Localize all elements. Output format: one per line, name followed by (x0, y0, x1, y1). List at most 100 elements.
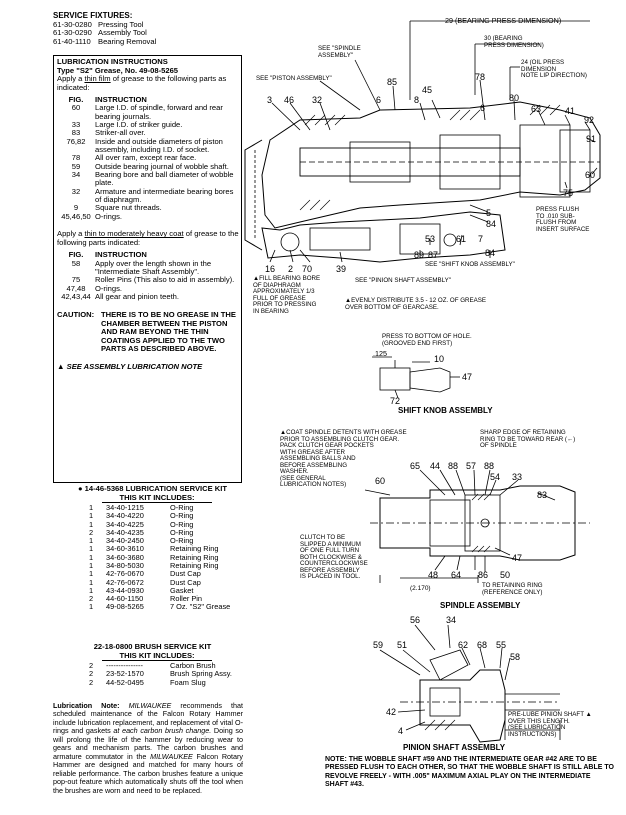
part-num: 63 (531, 104, 542, 114)
part-num: 45 (422, 85, 433, 95)
kit-name: Retaining Ring (170, 544, 219, 554)
kit-name: Foam Slug (170, 677, 206, 687)
kit-qty: 1 (88, 585, 94, 595)
spindle-num: 83 (537, 490, 548, 500)
part-num: 7 (478, 234, 484, 244)
kit-part: 34-60-3610 (106, 544, 144, 554)
part-num: 89 (414, 250, 425, 260)
part-num: 3 (267, 95, 273, 105)
part-num: 16 (265, 264, 276, 274)
lubrication-intro: Apply a thin film of grease to the follo… (57, 74, 227, 92)
kit-part: 34-40-4225 (106, 519, 144, 529)
pinion-note: NOTE: THE WOBBLE SHAFT #59 AND THE INTER… (325, 756, 614, 789)
brush-kit-subtitle: THIS KIT INCLUDES: (102, 651, 212, 661)
spindle-num: 44 (430, 461, 441, 471)
service-fixtures-title: SERVICE FIXTURES: (53, 11, 133, 20)
spindle-num: 33 (512, 472, 523, 482)
pinion-num: 34 (446, 615, 457, 625)
spindle-num: 65 (410, 461, 421, 471)
brush-kit-title: 22-18-0800 BRUSH SERVICE KIT (93, 642, 212, 651)
spindle-ring-note: TO RETAINING RING (REFERENCE ONLY) (482, 582, 543, 596)
lubrication-type: Type "S2" Grease, No. 49-08-5265 (57, 65, 179, 75)
lube-kit-subtitle: THIS KIT INCLUDES: (102, 493, 212, 503)
kit-name: Roller Pin (170, 594, 203, 604)
part-num: 39 (336, 264, 347, 274)
kit-part: 34-60-3680 (106, 552, 144, 562)
spindle-caption: SPINDLE ASSEMBLY (440, 601, 521, 610)
kit-part: 42-76-0670 (106, 569, 144, 579)
brush-kit: 22-18-0800 BRUSH SERVICE KIT THIS KIT IN… (60, 642, 245, 687)
spindle-num: 86 (478, 570, 489, 580)
kit-qty: 1 (88, 536, 94, 546)
pinion-num: 42 (386, 707, 397, 717)
lubrication-title: LUBRICATION INSTRUCTIONS (57, 57, 168, 66)
kit-qty: 1 (88, 519, 94, 529)
part-num: 84 (486, 219, 497, 229)
kit-qty: 1 (88, 560, 94, 570)
part-num: 6 (376, 95, 382, 105)
kit-name: Dust Cap (170, 577, 201, 587)
shift-knob-caption: SHIFT KNOB ASSEMBLY (398, 406, 493, 415)
kit-qty: 2 (88, 661, 94, 670)
label-evenly: ▲EVENLY DISTRIBUTE 3.5 - 12 OZ. OF GREAS… (345, 297, 487, 311)
kit-qty: 2 (88, 594, 94, 604)
label-see-pinion: SEE "PINION SHAFT ASSEMBLY" (355, 277, 451, 284)
part-num: 92 (584, 115, 595, 125)
kit-part: 34-40-1215 (106, 503, 144, 512)
kit-name: Carbon Brush (170, 661, 216, 670)
part-num: 70 (302, 264, 313, 274)
kit-qty: 1 (88, 602, 94, 612)
part-num: 80 (509, 93, 520, 103)
part-num: 46 (284, 95, 295, 105)
kit-part: 49-08-5265 (106, 602, 144, 612)
kit-part: 23-52-1570 (106, 669, 144, 679)
col-fig: FIG. (68, 95, 84, 104)
kit-qty: 1 (88, 577, 94, 587)
kit-qty: 1 (88, 511, 94, 521)
spindle-num: 47 (512, 553, 523, 563)
label-see-spindle: SEE "SPINDLE ASSEMBLY" (318, 45, 361, 59)
part-num: 2 (288, 264, 294, 274)
kit-qty: 1 (88, 569, 94, 579)
kit-name: O-Ring (170, 536, 194, 546)
kit-part: 44-52-0495 (106, 677, 144, 687)
lubrication-intro-2: Apply a thin to moderately heavy coat of… (57, 229, 239, 247)
spindle-num: 64 (451, 570, 462, 580)
kit-name: O-Ring (170, 503, 194, 512)
part-num: 8 (414, 95, 420, 105)
part-num: 6 (480, 103, 486, 113)
label-see-shift: SEE "SHIFT KNOB ASSEMBLY" (425, 261, 515, 268)
spindle-num: 48 (428, 570, 439, 580)
kit-qty: 2 (88, 527, 94, 537)
spindle-num: 88 (484, 461, 495, 471)
pinion-num: 68 (477, 640, 488, 650)
spindle-clutch-note: CLUTCH TO BE SLIPPED A MINIMUM OF ONE FU… (300, 534, 368, 580)
spindle-num: 50 (500, 570, 511, 580)
pinion-num: 62 (458, 640, 469, 650)
kit-qty: 2 (88, 669, 94, 679)
